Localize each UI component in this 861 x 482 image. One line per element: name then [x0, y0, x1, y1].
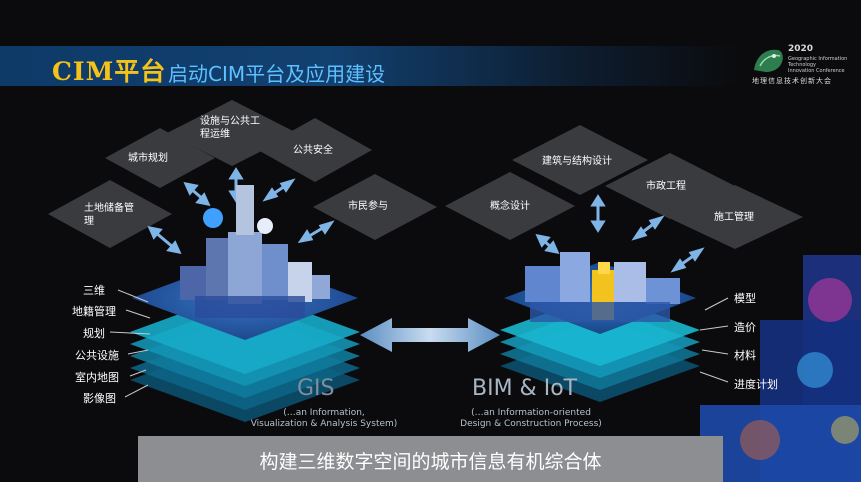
- diamond-label-land: 土地储备管理: [84, 203, 134, 227]
- diamond-label-municipal: 市政工程: [646, 181, 686, 192]
- left-layer-label: 影像图: [83, 392, 116, 405]
- diamond-label-planning: 城市规划: [128, 153, 168, 164]
- logo-line-3: Innovation Conference: [788, 68, 845, 74]
- left-diamond-citizen: [313, 174, 437, 240]
- left-layer-label: 规划: [83, 327, 105, 340]
- diamond-label-structure: 建筑与结构设计: [542, 156, 612, 167]
- brand-title: CIM平台: [52, 57, 167, 86]
- right-layer-label: 材料: [734, 349, 756, 362]
- right-diamond-concept: [445, 172, 575, 240]
- decorative-art-corner: [700, 255, 861, 482]
- right-diamond-structure: [512, 125, 648, 195]
- bim-title: BIM & IoT: [472, 376, 578, 401]
- diamond-label-facility: 设施与公共工程运维: [200, 116, 260, 140]
- bidirectional-arrow-icon: [360, 318, 500, 352]
- conference-logo-icon: [754, 49, 783, 72]
- gis-subtitle-2: Visualization & Analysis System): [250, 419, 398, 429]
- gis-title: GIS: [297, 376, 335, 401]
- footer-caption: 构建三维数字空间的城市信息有机综合体: [259, 451, 602, 473]
- left-layer-label: 公共设施: [75, 349, 119, 362]
- left-diamond-planning: [105, 128, 215, 188]
- right-diamond-construction: [667, 185, 803, 249]
- left-layer-label: 三维: [83, 284, 105, 297]
- right-connector-arrows: [535, 194, 705, 273]
- right-layer-label: 模型: [734, 292, 756, 305]
- logo-line-2: Technology: [788, 62, 817, 68]
- left-layer-label: 地籍管理: [72, 305, 116, 318]
- title-band: [0, 46, 740, 86]
- right-city-model: [525, 252, 680, 322]
- left-city-model: [180, 185, 330, 318]
- right-layer-pointers: [699, 297, 729, 383]
- gis-subtitle-1: (…an Information,: [283, 408, 365, 418]
- left-diamond-safety: [258, 118, 372, 182]
- page-subtitle: 启动CIM平台及应用建设: [168, 62, 386, 86]
- left-layer-pointers: [109, 289, 151, 398]
- logo-chinese-name: 地理信息技术创新大会: [752, 77, 832, 85]
- logo-line-1: Geographic Information: [788, 56, 848, 62]
- bim-subtitle-1: (…an Information-oriented: [471, 408, 591, 418]
- right-layer-label: 进度计划: [734, 378, 778, 391]
- footer-banner: [138, 436, 723, 482]
- diamond-label-concept: 概念设计: [490, 201, 530, 212]
- diamond-label-citizen: 市民参与: [348, 201, 388, 212]
- diamond-label-construction: 施工管理: [714, 212, 754, 223]
- bim-subtitle-2: Design & Construction Process): [460, 419, 602, 429]
- diamond-label-safety: 公共安全: [293, 145, 333, 156]
- right-layer-label: 造价: [734, 321, 756, 334]
- left-diamond-land: [48, 180, 172, 248]
- left-layer-label: 室内地图: [75, 371, 119, 384]
- logo-year: 2020: [788, 44, 814, 54]
